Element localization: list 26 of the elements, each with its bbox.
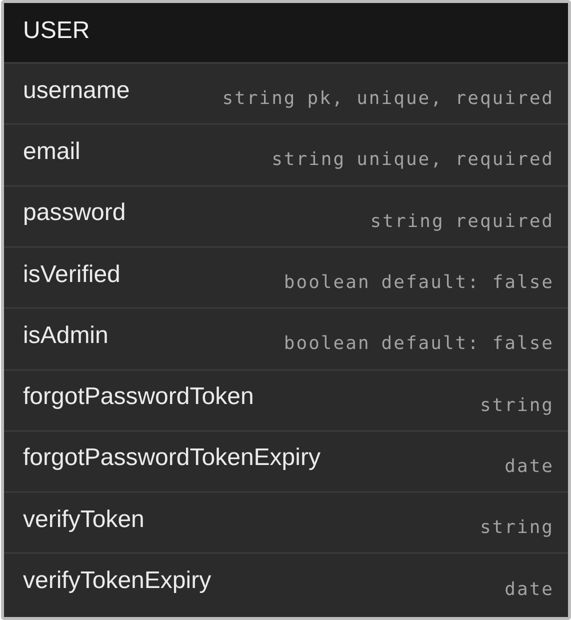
- attribute-name: isAdmin: [23, 322, 108, 350]
- attribute-type: string: [370, 210, 444, 232]
- attribute-type: boolean: [284, 272, 370, 294]
- attribute-name: verifyToken: [23, 506, 144, 534]
- attribute-row: [4, 62, 568, 124]
- attribute-name: password: [23, 199, 126, 228]
- attribute-constraints: required: [455, 210, 554, 232]
- attribute-name: email: [23, 138, 80, 166]
- attribute-name: forgotPasswordToken: [23, 383, 254, 412]
- attribute-name: forgotPasswordTokenExpiry: [23, 444, 320, 472]
- attribute-name: verifyTokenExpiry: [23, 567, 212, 596]
- attribute-name: username: [23, 76, 130, 105]
- attribute-constraints: default: false: [381, 272, 554, 294]
- attribute-type: date: [504, 578, 554, 600]
- attribute-type: string: [222, 88, 296, 110]
- attribute-type: string: [480, 394, 554, 416]
- attribute-type: string: [272, 149, 346, 170]
- attribute-constraints: default: false: [381, 333, 554, 354]
- attribute-type: boolean: [284, 333, 370, 354]
- attribute-type: date: [504, 456, 554, 477]
- attribute-name: isVerified: [23, 260, 120, 289]
- attribute-type: string: [480, 517, 554, 538]
- attribute-constraints: pk, unique, required: [307, 88, 554, 110]
- attribute-row: [4, 491, 568, 552]
- attribute-constraints: unique, required: [356, 149, 554, 170]
- entity-name: USER: [23, 16, 90, 44]
